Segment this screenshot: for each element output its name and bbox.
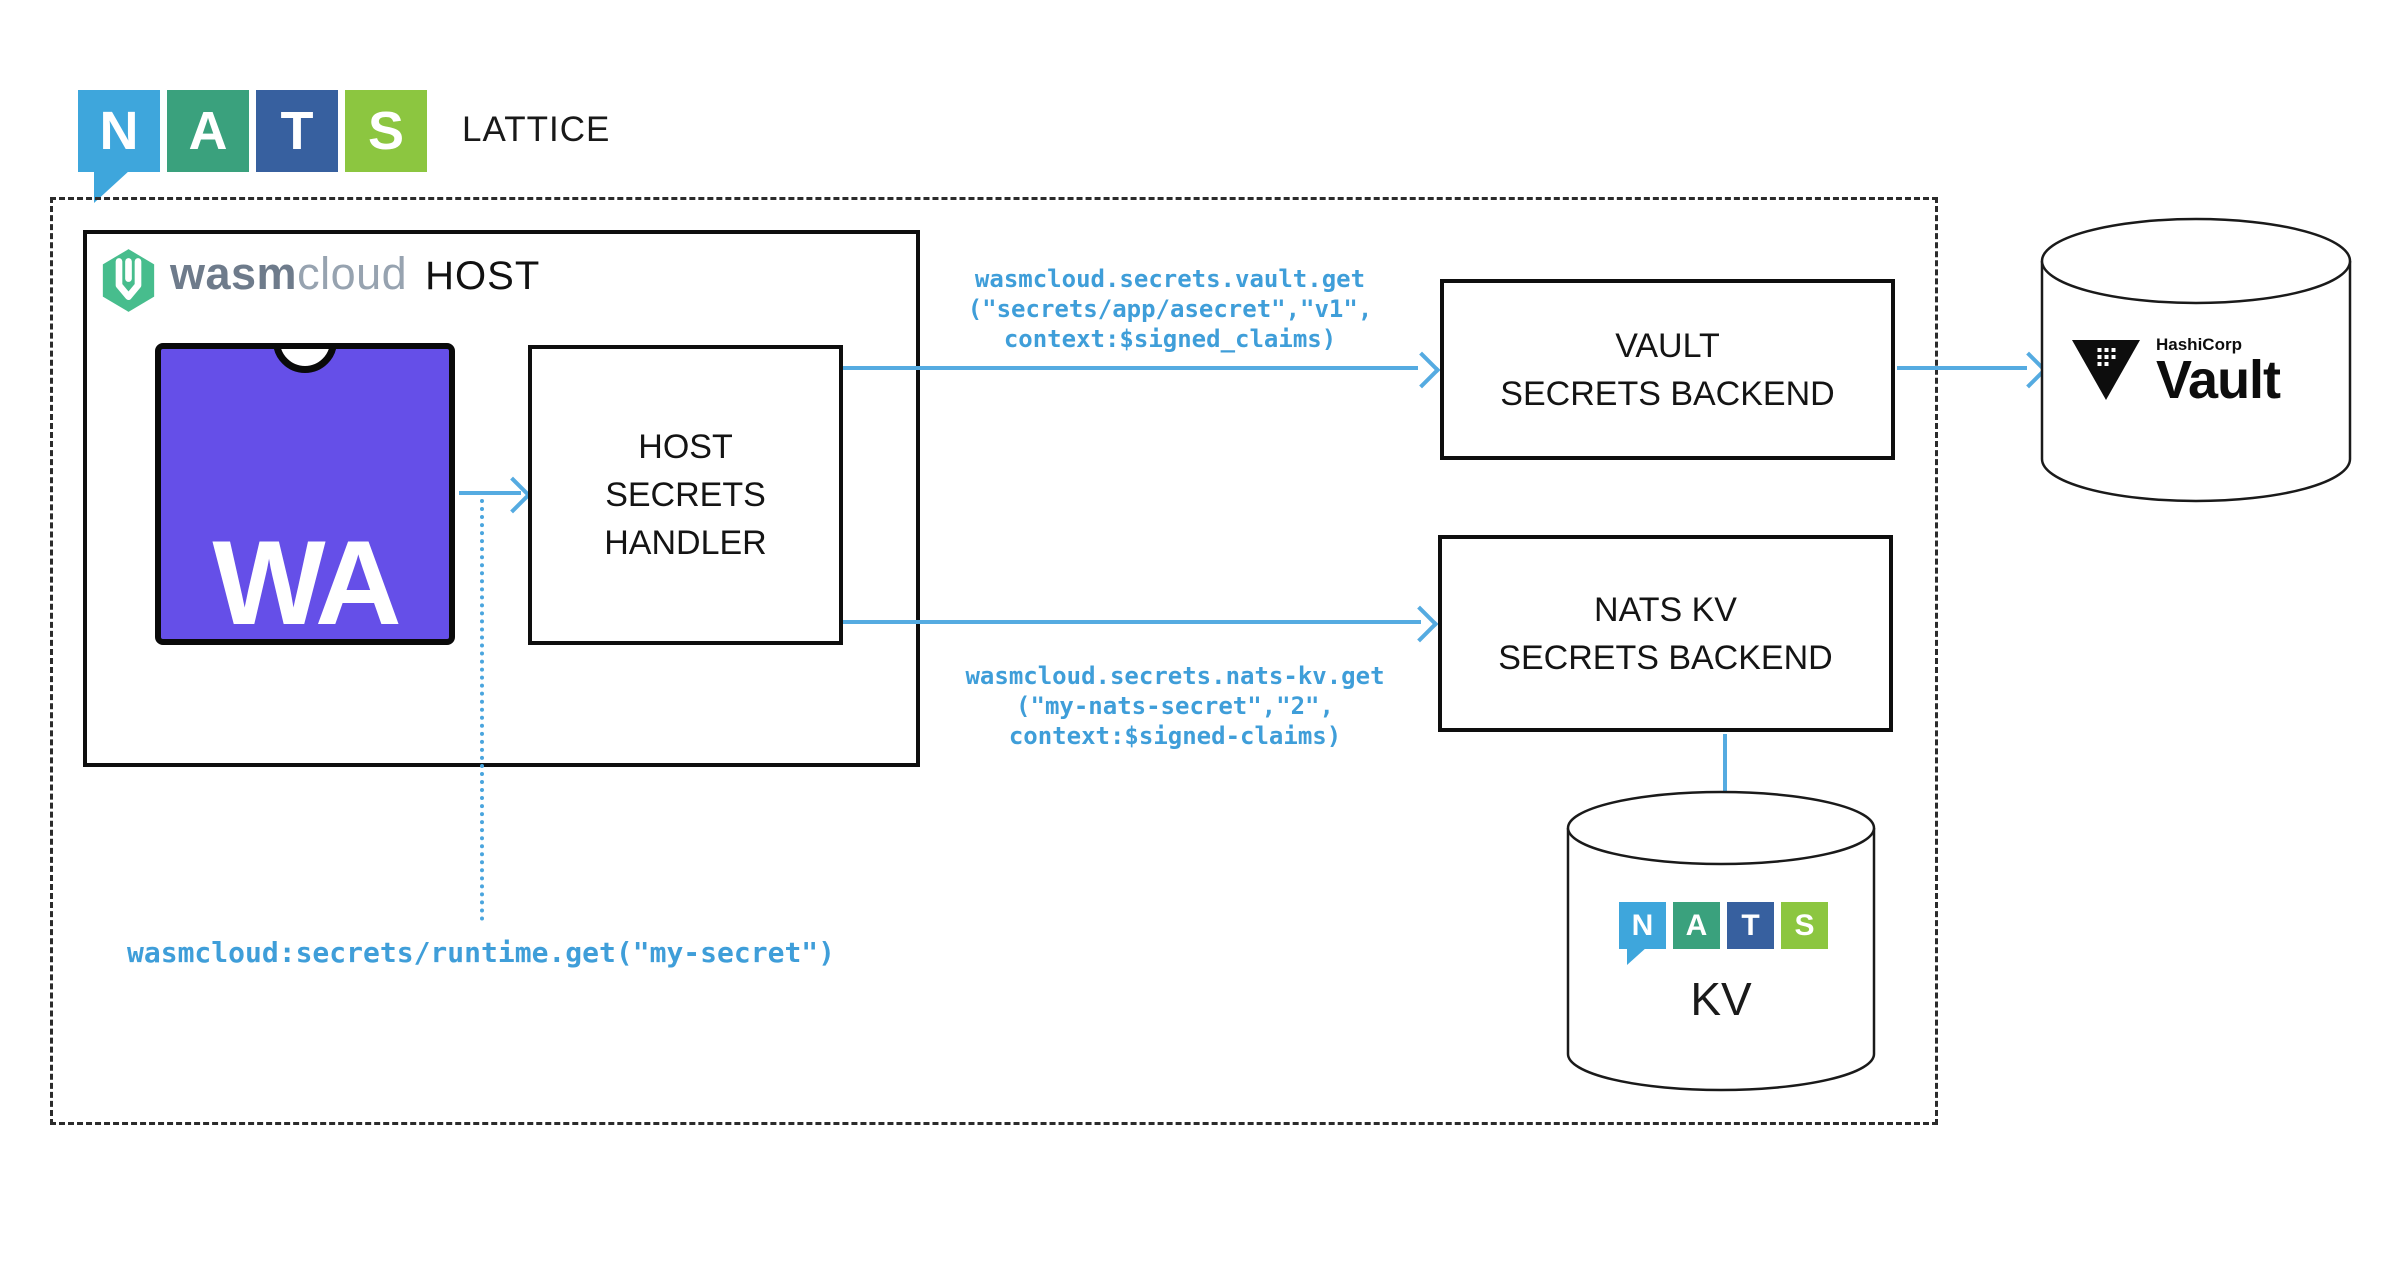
brand-cloud: cloud — [297, 248, 408, 299]
webassembly-wa-text: WA — [212, 516, 401, 645]
nats-letter: T — [280, 101, 314, 161]
arrow-backend-to-vault — [1897, 366, 2027, 370]
nats-letter: A — [188, 101, 228, 161]
vault-call-code: wasmcloud.secrets.vault.get ("secrets/ap… — [967, 265, 1373, 353]
vault-secrets-backend-box: VAULT SECRETS BACKEND — [1440, 279, 1895, 460]
lattice-boundary — [50, 197, 1938, 1125]
wasmcloud-hexagon-icon — [102, 249, 155, 312]
nats-logo-small: N A T S — [1619, 902, 1828, 965]
nats-letter-block: A — [1673, 902, 1720, 949]
host-secrets-handler-label: HOST SECRETS HANDLER — [604, 428, 767, 562]
vault-triangle-icon — [2072, 340, 2140, 400]
host-title: HOST — [425, 254, 541, 298]
arrow-backend-to-natskv — [1723, 734, 1727, 814]
nats-letter: S — [1794, 908, 1815, 942]
vault-secrets-backend-label: VAULT SECRETS BACKEND — [1500, 326, 1835, 413]
nats-letter-block: A — [167, 90, 249, 172]
vault-product-text: Vault — [2156, 350, 2281, 410]
brand-wasm: wasm — [170, 248, 298, 299]
nats-letter: S — [367, 101, 405, 161]
vault-wordmark: HashiCorp Vault — [2156, 335, 2281, 410]
webassembly-component-logo: WA — [155, 343, 455, 645]
nats-letter-block: T — [1727, 902, 1774, 949]
nats-letter-block: N — [1619, 902, 1666, 965]
hashicorp-brand-text: HashiCorp — [2156, 335, 2242, 354]
natskv-secrets-backend-label: NATS KV SECRETS BACKEND — [1498, 590, 1833, 677]
natskv-call-code: wasmcloud.secrets.nats-kv.get ("my-nats-… — [965, 662, 1385, 750]
nats-letter: A — [1685, 908, 1708, 942]
nats-letter: T — [1741, 908, 1760, 942]
kv-label: KV — [1690, 973, 1752, 1025]
vault-database-cylinder — [2040, 217, 2352, 503]
webassembly-notch — [273, 349, 337, 373]
nats-letter: N — [1631, 908, 1654, 942]
natskv-database-cylinder — [1566, 790, 1876, 1092]
nats-letter: N — [99, 101, 139, 161]
nats-logo: N A T S — [78, 90, 427, 203]
host-secrets-handler-box: HOST SECRETS HANDLER — [528, 345, 843, 645]
runtime-call-code: wasmcloud:secrets/runtime.get("my-secret… — [127, 936, 836, 969]
natskv-secrets-backend-box: NATS KV SECRETS BACKEND — [1438, 535, 1893, 732]
lattice-label: LATTICE — [462, 110, 611, 149]
nats-letter-block: S — [1781, 902, 1828, 949]
nats-letter-block: S — [345, 90, 427, 172]
hashicorp-vault-logo: HashiCorp Vault — [2072, 335, 2281, 410]
arrow-handler-to-natskv-backend — [843, 620, 1421, 624]
dotted-runtime-call-line — [480, 499, 484, 921]
nats-letter-block: N — [78, 90, 160, 203]
nats-letter-block: T — [256, 90, 338, 172]
arrow-wa-to-handler — [459, 491, 521, 495]
arrow-handler-to-vault-backend — [843, 366, 1418, 370]
